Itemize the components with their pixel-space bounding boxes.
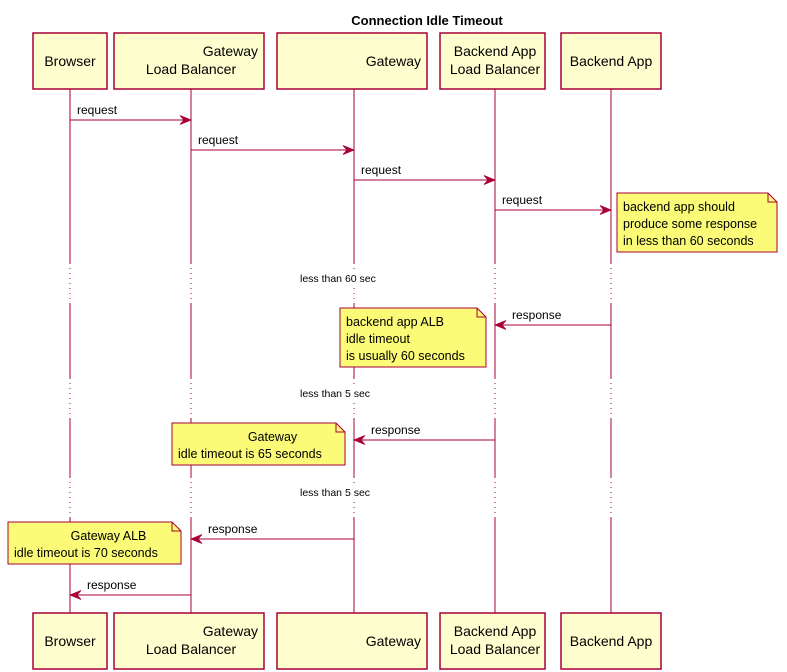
note-box bbox=[7, 521, 182, 565]
note-text: idle timeout bbox=[346, 332, 410, 346]
participant-label: Backend App bbox=[570, 53, 653, 69]
note-text: backend app ALB bbox=[346, 315, 444, 329]
note-box bbox=[171, 422, 346, 466]
arrow-head bbox=[179, 115, 193, 125]
participant-label: Gateway bbox=[203, 623, 258, 639]
participant-box bbox=[439, 612, 546, 670]
message-7: response bbox=[189, 522, 354, 544]
notes: backend app should produce some response i… bbox=[7, 192, 778, 565]
participant-label: Load Balancer bbox=[450, 61, 541, 77]
note-text: in less than 60 seconds bbox=[623, 234, 754, 248]
note-text: produce some response bbox=[623, 217, 757, 231]
messages: request request request request response resp… bbox=[68, 103, 613, 600]
delay-label-bg bbox=[296, 386, 388, 400]
note-3: Gateway idle timeout is 65 seconds bbox=[171, 422, 346, 466]
note-text: idle timeout is 65 seconds bbox=[178, 447, 322, 461]
note-fold bbox=[335, 423, 345, 433]
message-4: request bbox=[495, 193, 613, 215]
participant-gateway-bottom: Gateway bbox=[276, 612, 428, 670]
note-fold bbox=[476, 308, 486, 318]
participant-label: Load Balancer bbox=[146, 61, 237, 77]
note-2: backend app ALB idle timeout is usually 60… bbox=[339, 307, 487, 368]
participant-label: Load Balancer bbox=[450, 641, 541, 657]
delays: less than 60 sec less than 5 sec less than… bbox=[296, 271, 388, 499]
delay-label: less than 5 sec bbox=[300, 487, 370, 499]
note-4: Gateway ALB idle timeout is 70 seconds bbox=[7, 521, 182, 565]
delay-label: less than 5 sec bbox=[300, 388, 370, 400]
note-text: Gateway ALB bbox=[71, 529, 147, 543]
note-text: backend app should bbox=[623, 200, 735, 214]
participant-box bbox=[113, 32, 265, 90]
message-6: response bbox=[352, 423, 495, 445]
participant-label: Gateway bbox=[366, 633, 421, 649]
participant-box bbox=[276, 32, 428, 90]
participant-box bbox=[32, 612, 108, 670]
arrow-head bbox=[493, 320, 507, 330]
arrow-head bbox=[352, 435, 366, 445]
note-fold bbox=[171, 522, 181, 532]
participant-label: Backend App bbox=[570, 633, 653, 649]
delay-label-bg bbox=[296, 271, 388, 285]
participant-backend-app-bottom: Backend App bbox=[560, 612, 662, 670]
participant-gateway-top: Gateway bbox=[276, 32, 428, 90]
participant-box bbox=[560, 32, 662, 90]
message-label: request bbox=[198, 133, 239, 147]
message-2: request bbox=[191, 133, 356, 155]
message-label: request bbox=[77, 103, 118, 117]
participant-label: Browser bbox=[44, 53, 96, 69]
participant-backend-app-top: Backend App bbox=[560, 32, 662, 90]
participant-box bbox=[439, 32, 546, 90]
arrow-head bbox=[599, 205, 613, 215]
arrow-head bbox=[342, 145, 356, 155]
arrow-head bbox=[483, 175, 497, 185]
note-box bbox=[616, 192, 778, 253]
participant-label: Gateway bbox=[203, 43, 258, 59]
participant-box bbox=[32, 32, 108, 90]
message-5: response bbox=[493, 308, 611, 330]
note-text: is usually 60 seconds bbox=[346, 349, 465, 363]
note-text: Gateway bbox=[248, 430, 298, 444]
delay-label-bg bbox=[296, 485, 388, 499]
note-1: backend app should produce some response i… bbox=[616, 192, 778, 253]
message-label: request bbox=[361, 163, 402, 177]
message-1: request bbox=[70, 103, 193, 125]
message-label: response bbox=[371, 423, 421, 437]
message-label: response bbox=[87, 578, 137, 592]
message-label: response bbox=[208, 522, 258, 536]
participant-box bbox=[113, 612, 265, 670]
note-text: idle timeout is 70 seconds bbox=[14, 546, 158, 560]
message-8: response bbox=[68, 578, 191, 600]
participant-label: Backend App bbox=[454, 43, 537, 59]
arrow-head bbox=[68, 590, 82, 600]
participant-label: Load Balancer bbox=[146, 641, 237, 657]
note-fold bbox=[767, 193, 777, 203]
participant-box bbox=[276, 612, 428, 670]
message-label: response bbox=[512, 308, 562, 322]
message-3: request bbox=[354, 163, 497, 185]
participant-browser-top: Browser bbox=[32, 32, 108, 90]
delay-label: less than 60 sec bbox=[300, 273, 376, 285]
participant-label: Browser bbox=[44, 633, 96, 649]
participant-label: Backend App bbox=[454, 623, 537, 639]
diagram-title: Connection Idle Timeout bbox=[351, 13, 503, 28]
participant-browser-bottom: Browser bbox=[32, 612, 108, 670]
arrow-head bbox=[189, 534, 203, 544]
participant-box bbox=[560, 612, 662, 670]
participant-label: Gateway bbox=[366, 53, 421, 69]
message-label: request bbox=[502, 193, 543, 207]
note-box bbox=[339, 307, 487, 368]
